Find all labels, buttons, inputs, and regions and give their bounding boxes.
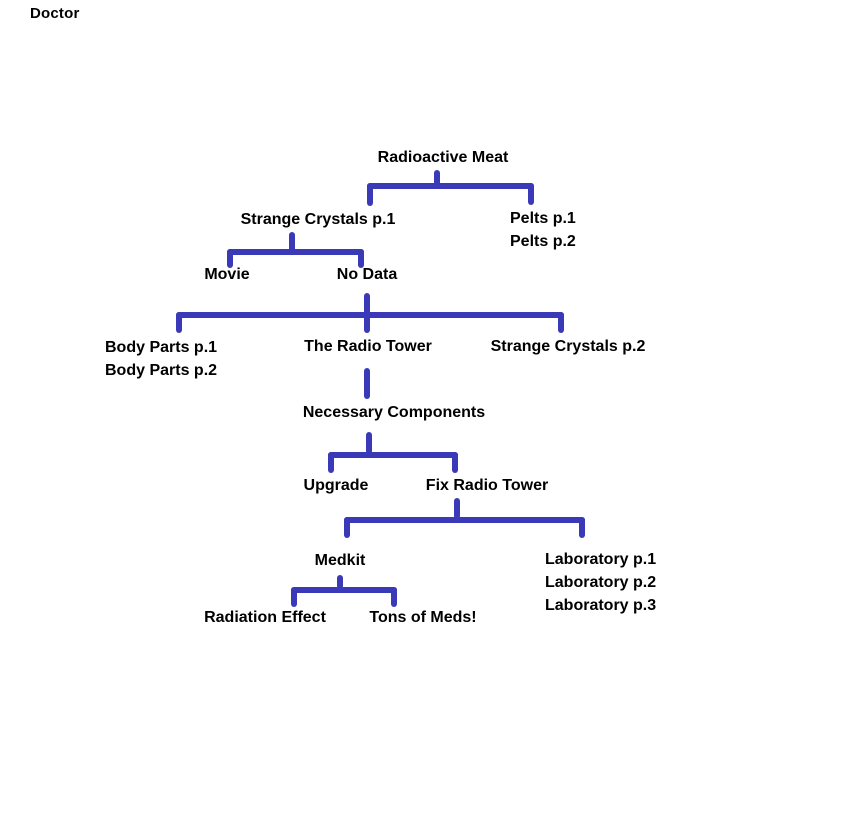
node-pelts: Pelts p.1 Pelts p.2 <box>510 207 576 253</box>
connector-medkit-bar <box>291 587 397 593</box>
node-body-parts: Body Parts p.1 Body Parts p.2 <box>105 336 217 382</box>
connector-no-data-drop-right <box>558 312 564 333</box>
node-pelts-p2: Pelts p.2 <box>510 233 576 250</box>
connector-necessary-components-bar <box>328 452 458 458</box>
node-laboratory-p2: Laboratory p.2 <box>545 574 657 591</box>
connector-necessary-components-drop-right <box>452 452 458 473</box>
node-body-parts-p1: Body Parts p.1 <box>105 339 218 356</box>
node-radioactive-meat: Radioactive Meat <box>377 149 509 166</box>
connector-no-data-bar <box>176 312 564 318</box>
connector-radio-tower-stem <box>364 368 370 399</box>
connector-fix-radio-tower-drop-left <box>344 517 350 538</box>
node-strange-crystals-p2: Strange Crystals p.2 <box>490 338 646 355</box>
node-body-parts-p2: Body Parts p.2 <box>105 362 218 379</box>
node-pelts-p1: Pelts p.1 <box>510 210 576 227</box>
connector-necessary-components-drop-left <box>328 452 334 473</box>
connector-strange-crystals-p1-stem <box>289 232 295 252</box>
connector-no-data-drop-left <box>176 312 182 333</box>
connector-radioactive-meat-bar <box>367 183 534 189</box>
connector-fix-radio-tower-drop-right <box>579 517 585 538</box>
node-radiation-effect: Radiation Effect <box>204 609 326 626</box>
connector-radioactive-meat-stem <box>434 170 440 186</box>
connector-radioactive-meat-drop-left <box>367 183 373 206</box>
connector-strange-crystals-p1-bar <box>227 249 364 255</box>
page-title: Doctor <box>30 5 80 22</box>
connector-strange-crystals-p1-drop-right <box>358 249 364 268</box>
connector-radioactive-meat-drop-right <box>528 183 534 205</box>
node-laboratory: Laboratory p.1 Laboratory p.2 Laboratory… <box>545 548 656 617</box>
node-laboratory-p3: Laboratory p.3 <box>545 597 657 614</box>
node-strange-crystals-p1: Strange Crystals p.1 <box>240 211 396 228</box>
node-medkit: Medkit <box>314 552 366 569</box>
connector-medkit-drop-right <box>391 587 397 607</box>
node-fix-radio-tower: Fix Radio Tower <box>425 477 549 494</box>
connector-medkit-stem <box>337 575 343 589</box>
node-necessary-components: Necessary Components <box>302 404 486 421</box>
node-tons-of-meds: Tons of Meds! <box>369 609 477 626</box>
connector-strange-crystals-p1-drop-left <box>227 249 233 268</box>
connector-fix-radio-tower-bar <box>344 517 585 523</box>
node-the-radio-tower: The Radio Tower <box>304 338 432 355</box>
connector-medkit-drop-left <box>291 587 297 607</box>
connector-necessary-components-stem <box>366 432 372 454</box>
node-upgrade: Upgrade <box>303 477 369 494</box>
connector-fix-radio-tower-stem <box>454 498 460 519</box>
node-laboratory-p1: Laboratory p.1 <box>545 551 657 568</box>
node-no-data: No Data <box>336 266 398 283</box>
node-movie: Movie <box>204 266 250 283</box>
